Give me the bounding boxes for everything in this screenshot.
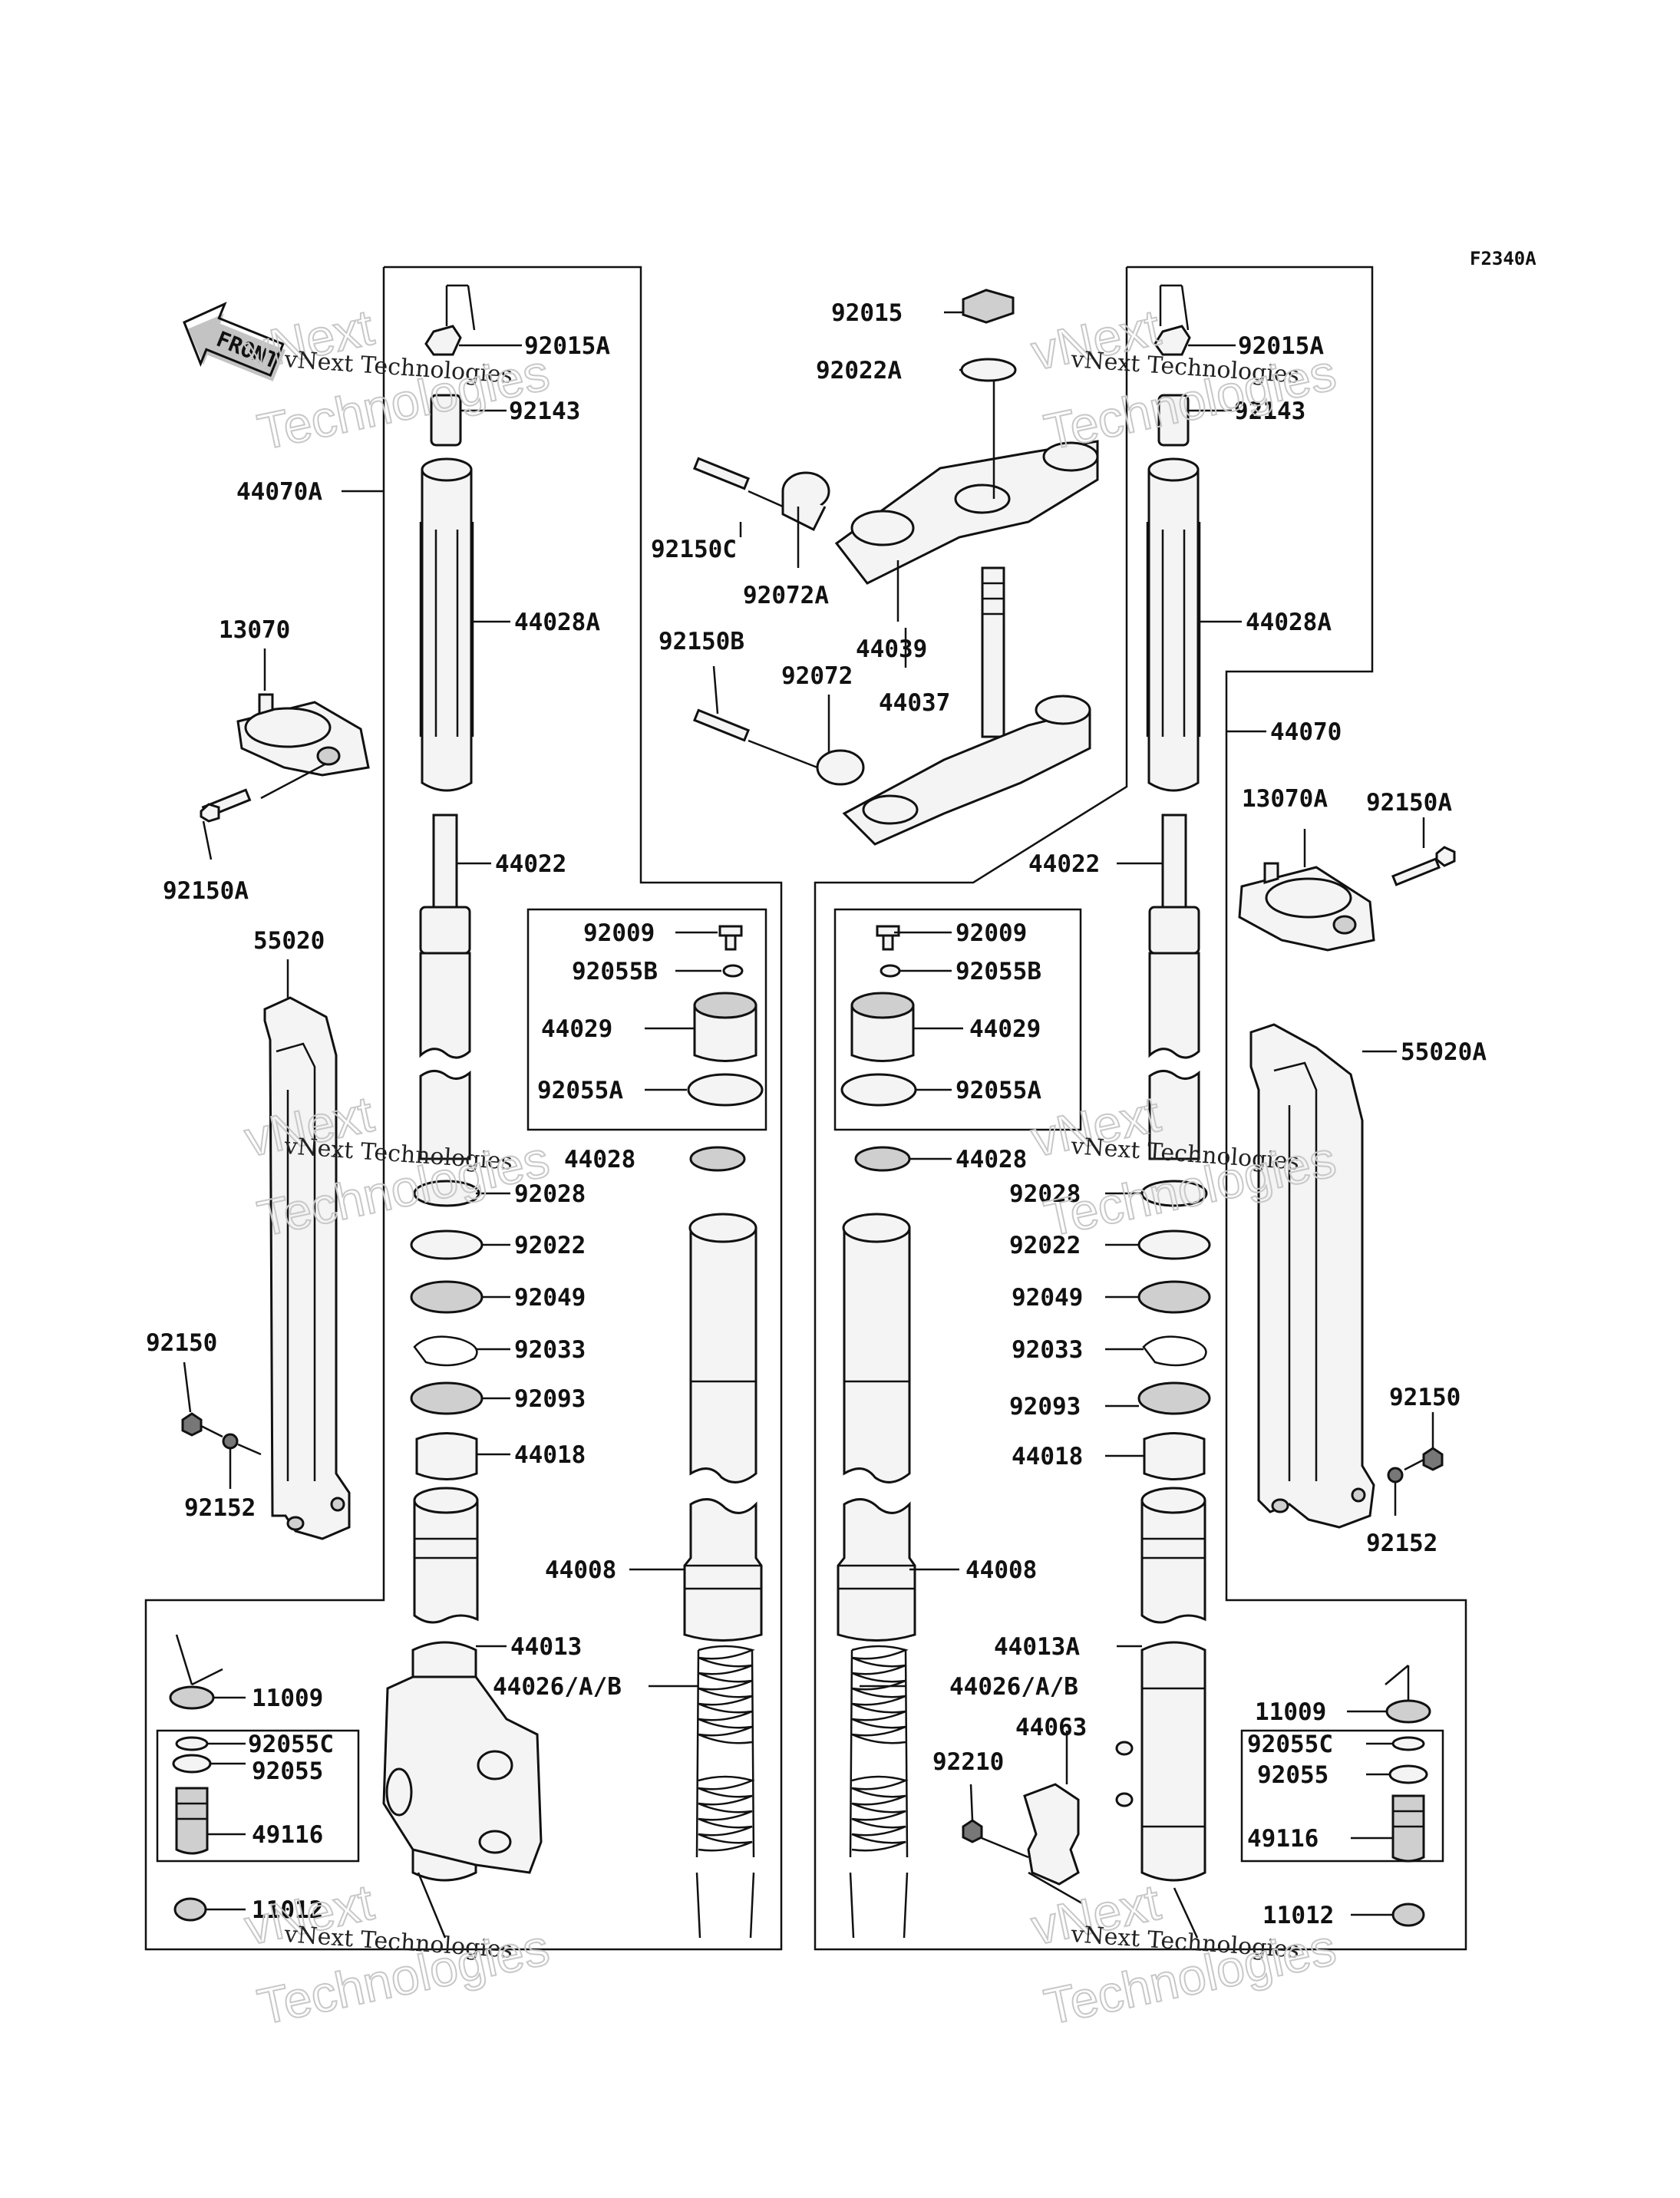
part-label: 44022 [1028, 850, 1100, 878]
watermark: vNext vNext Technologies Technologies [239, 1873, 554, 2036]
part-label: 44018 [514, 1441, 586, 1469]
right-fork-enclosure [814, 266, 1467, 1951]
part-label: 44026/A/B [493, 1673, 622, 1701]
part-label: 11009 [252, 1685, 323, 1712]
part-label: 92055A [956, 1077, 1041, 1104]
part-label: 92150A [163, 877, 249, 905]
part-label: 92022 [1009, 1232, 1081, 1259]
watermark: vNext vNext Technologies Technologies [239, 298, 554, 461]
part-label: 92055 [1257, 1761, 1328, 1789]
valve-box-left [156, 1729, 360, 1863]
part-label: 92028 [1009, 1180, 1081, 1208]
valve-box-right [1240, 1729, 1444, 1863]
part-label: 92210 [932, 1748, 1004, 1776]
right-fork-parts [837, 284, 1456, 1939]
part-label: 92028 [514, 1180, 586, 1208]
part-label: 92015A [1238, 332, 1324, 360]
part-labels: 92015A 92143 44070A 44028A 13070 92150A … [146, 299, 1487, 1929]
part-label: 11012 [1262, 1902, 1334, 1929]
steering-stem-parts [692, 289, 1099, 846]
part-label: 44013A [994, 1633, 1080, 1661]
figure-id: F2340A [1470, 248, 1536, 269]
part-label: 44039 [856, 635, 927, 663]
part-label: 92150B [658, 628, 744, 655]
part-label: 92150A [1366, 789, 1452, 817]
part-label: 92055A [537, 1077, 623, 1104]
part-label: 11012 [252, 1896, 323, 1924]
part-label: 92049 [514, 1284, 586, 1312]
left-fork-parts [169, 284, 764, 1939]
part-label: 13070 [219, 616, 290, 644]
part-label: 92055 [252, 1757, 323, 1785]
part-label: 44037 [879, 689, 950, 717]
part-label: 92150C [651, 536, 737, 563]
part-label: 44028A [1246, 609, 1332, 636]
part-label: 92150 [1389, 1384, 1461, 1411]
part-label: 92150 [146, 1329, 217, 1357]
part-label: 92022 [514, 1232, 586, 1259]
part-label: 92055B [956, 958, 1041, 985]
part-label: 44018 [1012, 1443, 1083, 1470]
part-label: 92152 [184, 1494, 256, 1522]
part-label: 92143 [509, 398, 580, 425]
part-label: 44028 [564, 1146, 635, 1173]
part-label: 44013 [510, 1633, 582, 1661]
part-label: 44022 [495, 850, 566, 878]
part-label: 92033 [1012, 1336, 1083, 1364]
part-label: 44029 [541, 1015, 612, 1043]
part-label: 49116 [1247, 1825, 1319, 1853]
part-label: 44070 [1270, 718, 1342, 746]
cap-box-right [833, 908, 1082, 1131]
left-fork-enclosure [144, 266, 783, 1951]
part-label: 44008 [545, 1556, 616, 1584]
part-label: 13070A [1242, 785, 1328, 813]
part-label: 92009 [956, 919, 1027, 947]
part-label: 44029 [969, 1015, 1041, 1043]
part-label: 55020A [1401, 1038, 1487, 1066]
part-label: 44026/A/B [949, 1673, 1078, 1701]
part-label: 92055B [572, 958, 658, 985]
part-label: 44028 [956, 1146, 1027, 1173]
part-label: 49116 [252, 1821, 323, 1849]
part-label: 92033 [514, 1336, 586, 1364]
part-label: 92055C [248, 1731, 334, 1758]
part-label: 92072A [743, 582, 829, 609]
part-label: 11009 [1255, 1698, 1326, 1726]
watermark: vNext vNext Technologies Technologies [1025, 1873, 1341, 2036]
part-label: 44028A [514, 609, 600, 636]
part-label: 92049 [1012, 1284, 1083, 1312]
part-label: 92055C [1247, 1731, 1333, 1758]
part-label: 92015 [831, 299, 903, 327]
part-label: 92093 [514, 1385, 586, 1413]
part-label: 92022A [816, 357, 902, 384]
part-label: 55020 [253, 927, 325, 955]
part-label: 92143 [1234, 398, 1305, 425]
part-label: 44008 [965, 1556, 1037, 1584]
part-label: 44063 [1015, 1714, 1087, 1741]
part-label: 92009 [583, 919, 655, 947]
part-label: 92152 [1366, 1530, 1437, 1557]
part-label: 92015A [524, 332, 610, 360]
part-label: 44070A [236, 478, 322, 506]
leader-lines [183, 311, 1434, 1916]
cap-box-left [526, 908, 767, 1131]
part-label: 92072 [781, 662, 853, 690]
part-label: 92093 [1009, 1393, 1081, 1421]
